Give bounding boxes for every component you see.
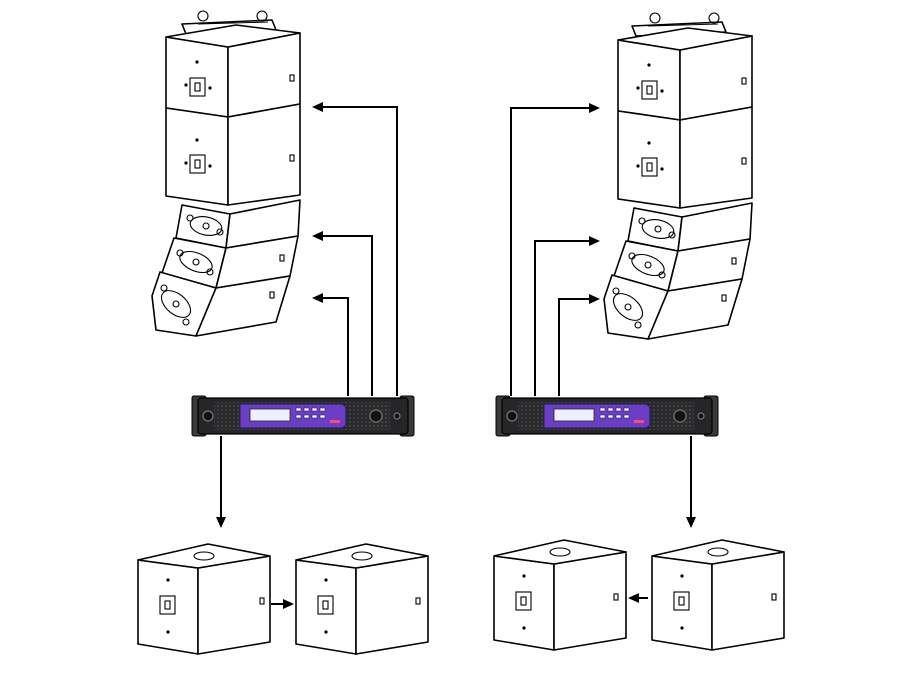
left-line-array	[151, 10, 301, 337]
right-system	[493, 12, 785, 651]
left-system	[137, 10, 429, 655]
left-sub-wiring	[216, 436, 294, 609]
line-array-box	[617, 27, 753, 121]
right-sub-wiring	[628, 436, 696, 603]
line-array-box	[151, 271, 291, 337]
line-array-box	[603, 274, 743, 340]
left-amplifier	[191, 395, 415, 437]
subwoofer	[651, 539, 785, 651]
line-array-box	[617, 106, 753, 209]
line-array-box	[161, 235, 299, 289]
left-array-wiring	[312, 102, 398, 396]
right-array-wiring	[510, 103, 600, 396]
line-array-box	[165, 103, 301, 206]
right-line-array	[603, 12, 753, 340]
line-array-box	[613, 238, 751, 292]
subwoofer	[137, 543, 271, 655]
line-array-box	[165, 24, 301, 118]
right-amplifier	[495, 395, 719, 437]
subwoofer	[295, 543, 429, 655]
subwoofer	[493, 539, 627, 651]
